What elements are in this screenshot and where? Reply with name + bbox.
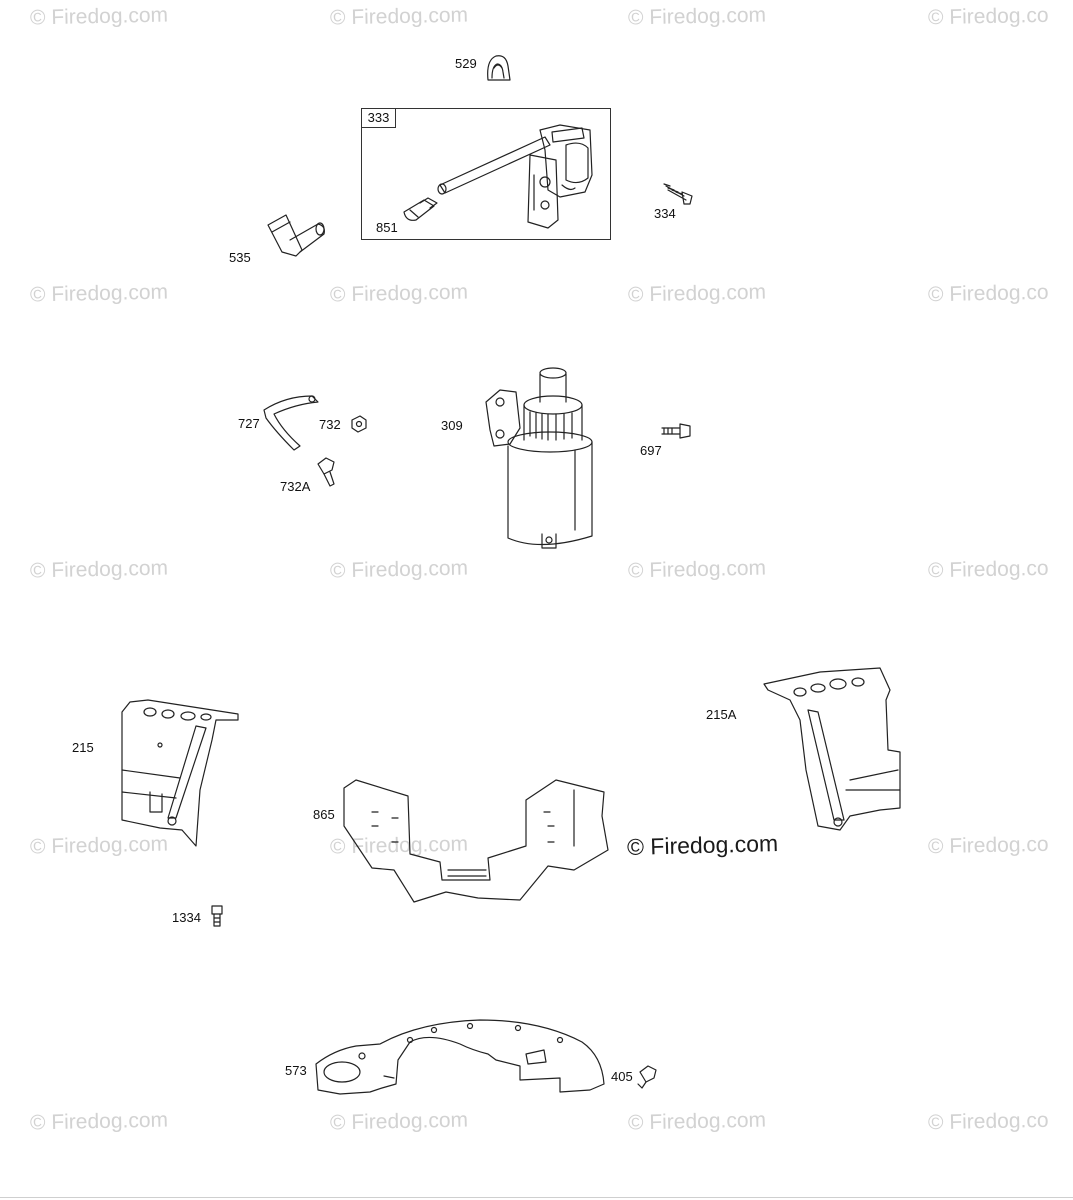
part-309-starter-motor[interactable] bbox=[485, 367, 593, 549]
label-851[interactable]: 851 bbox=[376, 220, 398, 235]
part-535-plug-boot[interactable] bbox=[267, 214, 325, 257]
label-573[interactable]: 573 bbox=[285, 1063, 307, 1078]
kit-box-333 bbox=[361, 108, 611, 240]
part-865-lower-shroud[interactable] bbox=[343, 779, 609, 903]
label-405[interactable]: 405 bbox=[611, 1069, 633, 1084]
label-215a[interactable]: 215A bbox=[706, 707, 737, 722]
part-215-shroud-left[interactable] bbox=[121, 699, 239, 847]
part-697-bolt[interactable] bbox=[661, 423, 691, 439]
label-309[interactable]: 309 bbox=[441, 418, 463, 433]
label-535[interactable]: 535 bbox=[229, 250, 251, 265]
label-334[interactable]: 334 bbox=[654, 206, 676, 221]
label-732a[interactable]: 732A bbox=[280, 479, 311, 494]
kit-label[interactable]: 333 bbox=[361, 108, 396, 128]
label-697[interactable]: 697 bbox=[640, 443, 662, 458]
part-851-connector[interactable] bbox=[403, 197, 438, 221]
label-865[interactable]: 865 bbox=[313, 807, 335, 822]
bottom-divider bbox=[0, 1197, 1073, 1198]
part-529-grommet[interactable] bbox=[487, 55, 511, 81]
label-727[interactable]: 727 bbox=[238, 416, 260, 431]
part-334-screw[interactable] bbox=[663, 183, 693, 205]
label-1334[interactable]: 1334 bbox=[172, 910, 201, 925]
label-529[interactable]: 529 bbox=[455, 56, 477, 71]
part-333-lever-assembly[interactable] bbox=[437, 124, 593, 229]
part-727-bracket[interactable] bbox=[263, 395, 319, 451]
label-732[interactable]: 732 bbox=[319, 417, 341, 432]
part-1334-screw[interactable] bbox=[211, 905, 223, 927]
part-732a-screw[interactable] bbox=[317, 457, 335, 487]
part-215a-shroud-right[interactable] bbox=[763, 667, 901, 831]
part-573-base-plate[interactable] bbox=[315, 1019, 605, 1095]
label-215[interactable]: 215 bbox=[72, 740, 94, 755]
part-405-screw[interactable] bbox=[637, 1065, 657, 1089]
part-732-nut[interactable] bbox=[351, 415, 367, 433]
